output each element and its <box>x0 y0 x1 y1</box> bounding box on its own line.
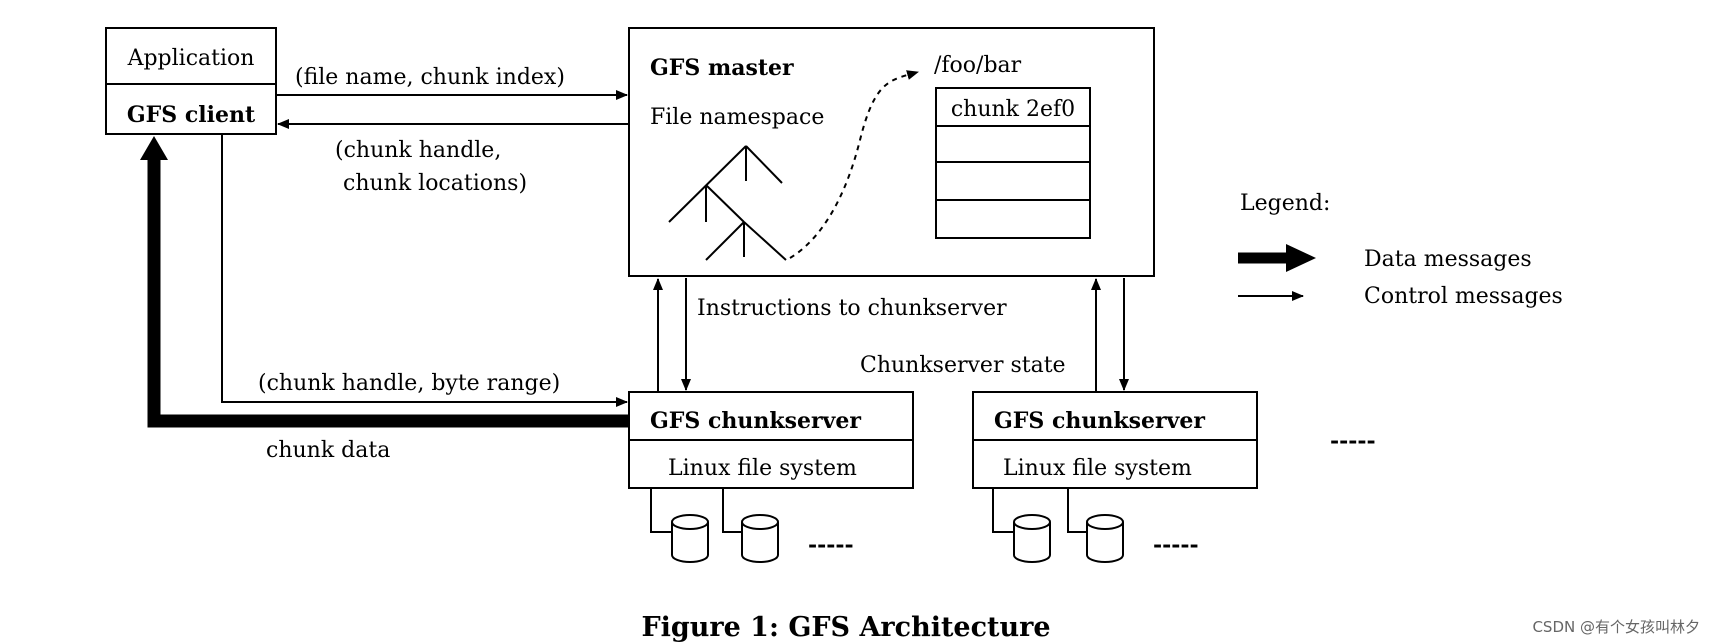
legend-data-arrowhead <box>1286 244 1316 272</box>
disk-connector <box>1067 488 1087 533</box>
gfs-client-label: GFS client <box>127 102 256 128</box>
chunkserver-1-fs-label: Linux file system <box>668 456 857 481</box>
file-path-label: /foo/bar <box>934 53 1022 78</box>
reply-label-line1: (chunk handle, <box>335 138 501 163</box>
chunk-data-arrow <box>147 156 629 428</box>
chunkserver-2-title: GFS chunkserver <box>994 408 1205 434</box>
more-chunkservers-ellipsis: ----- <box>1330 428 1376 454</box>
disk-connector <box>650 488 672 533</box>
chunk-handle-cell: chunk 2ef0 <box>951 97 1075 122</box>
chunk-table: chunk 2ef0 <box>935 87 1091 239</box>
disk-icon <box>741 514 779 563</box>
chunkserver-2-fs-label: Linux file system <box>1003 456 1192 481</box>
legend-title: Legend: <box>1240 191 1330 216</box>
file-namespace-label: File namespace <box>650 105 824 130</box>
disk-icon <box>1086 514 1124 563</box>
request-label: (file name, chunk index) <box>295 65 565 90</box>
chunkserver-1: GFS chunkserver Linux file system ----- <box>628 391 914 563</box>
more-disks-ellipsis: ----- <box>808 532 854 558</box>
disk-icon <box>1013 514 1051 563</box>
watermark: CSDN @有个女孩叫林夕 <box>1532 618 1700 636</box>
gfs-master-box: GFS master File namespace /foo/bar chunk… <box>628 27 1155 277</box>
read-request-label: (chunk handle, byte range) <box>258 371 560 396</box>
instructions-label: Instructions to chunkserver <box>697 296 1007 321</box>
read-request-arrow <box>221 134 628 407</box>
chunk-data-arrowhead <box>140 136 168 160</box>
figure-caption: Figure 1: GFS Architecture <box>641 612 1050 643</box>
reply-label-line2: chunk locations) <box>343 171 527 196</box>
application-label: Application <box>127 46 255 71</box>
namespace-tree <box>668 145 787 261</box>
disk-icon <box>671 514 709 563</box>
chunk-data-label: chunk data <box>266 438 390 463</box>
disk-connector <box>722 488 742 533</box>
legend-control-label: Control messages <box>1364 284 1563 309</box>
gfs-master-title: GFS master <box>650 55 794 81</box>
chunkserver-2: GFS chunkserver Linux file system ----- <box>972 391 1258 563</box>
legend-data-label: Data messages <box>1364 247 1532 272</box>
namespace-pointer-arrow <box>789 70 919 259</box>
client-outer-box <box>105 27 277 135</box>
disk-connector <box>992 488 1014 533</box>
legend: Legend: Data messages Control messages <box>1238 191 1563 309</box>
more-disks-ellipsis: ----- <box>1153 532 1199 558</box>
gfs-client-box: Application GFS client <box>105 27 277 135</box>
chunkserver-1-title: GFS chunkserver <box>650 408 861 434</box>
chunkserver-state-label: Chunkserver state <box>860 353 1066 378</box>
